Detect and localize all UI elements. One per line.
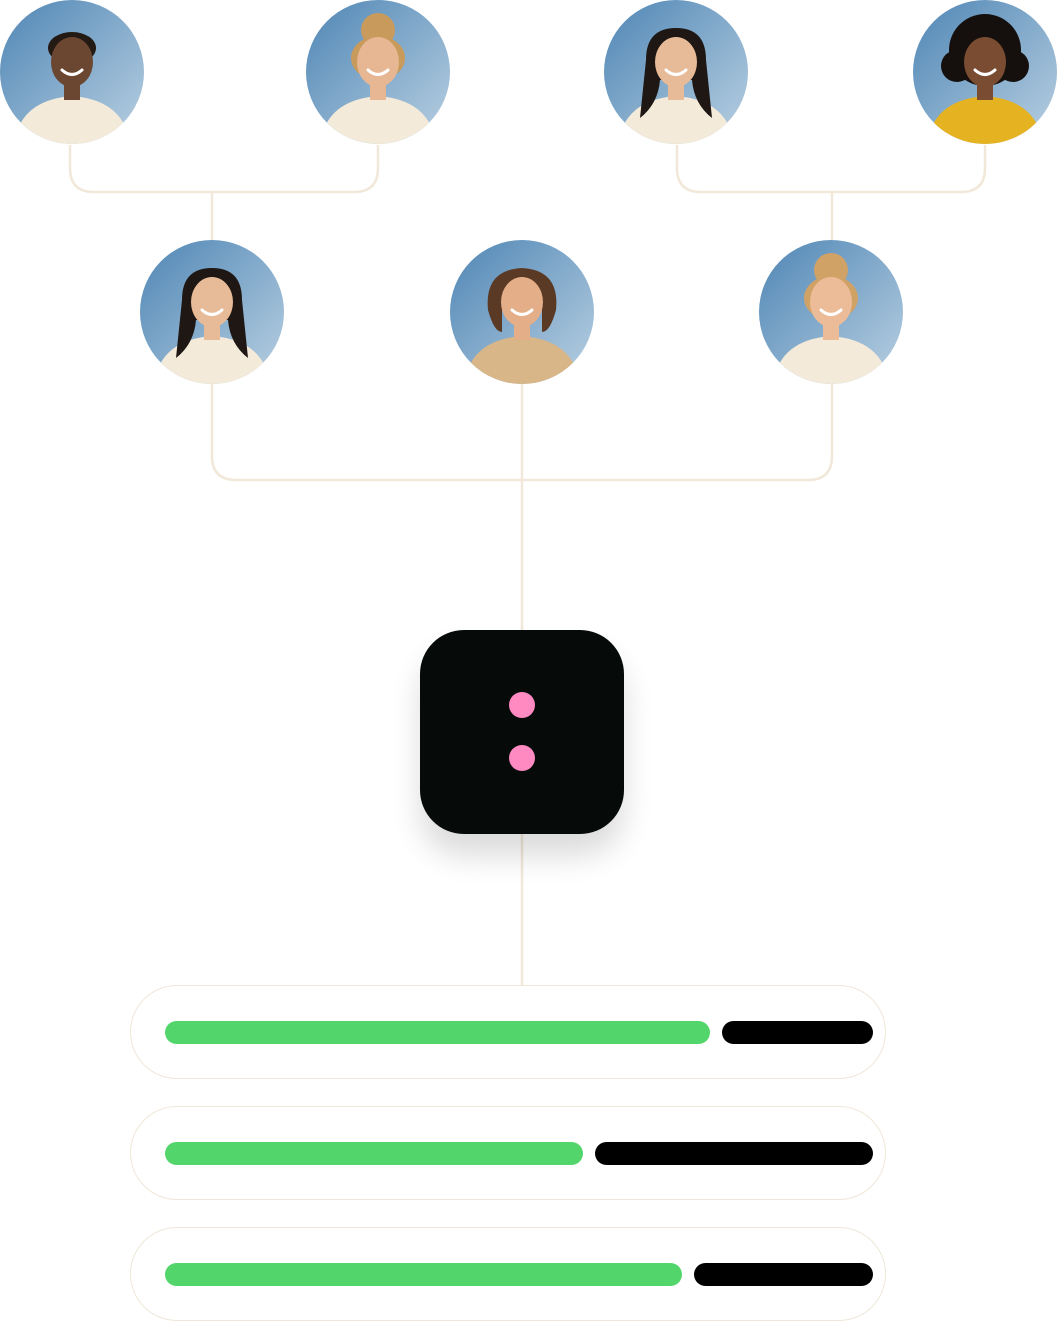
progress-bar-filled [165, 1142, 583, 1165]
progress-row-3 [130, 1227, 886, 1321]
avatar-person-4 [913, 0, 1057, 144]
avatar-person-1 [0, 0, 144, 144]
progress-bar-filled [165, 1021, 710, 1044]
progress-bar-remaining [694, 1263, 873, 1286]
two-dots-icon-bottom [509, 745, 535, 771]
progress-bar-filled [165, 1263, 682, 1286]
progress-row-1 [130, 985, 886, 1079]
avatar-person-6 [450, 240, 594, 384]
two-dots-icon-top [509, 692, 535, 718]
avatar-person-7 [759, 240, 903, 384]
connector-paths [68, 145, 987, 986]
progress-bar-remaining [595, 1142, 873, 1165]
progress-row-2 [130, 1106, 886, 1200]
avatar-person-3 [604, 0, 748, 144]
avatar-person-5 [140, 240, 284, 384]
connector-middle [210, 384, 834, 630]
hub-node [420, 630, 624, 834]
connector-top-left [68, 145, 380, 240]
connector-top-right [675, 145, 987, 240]
progress-bar-remaining [722, 1021, 873, 1044]
avatar-person-2 [306, 0, 450, 144]
